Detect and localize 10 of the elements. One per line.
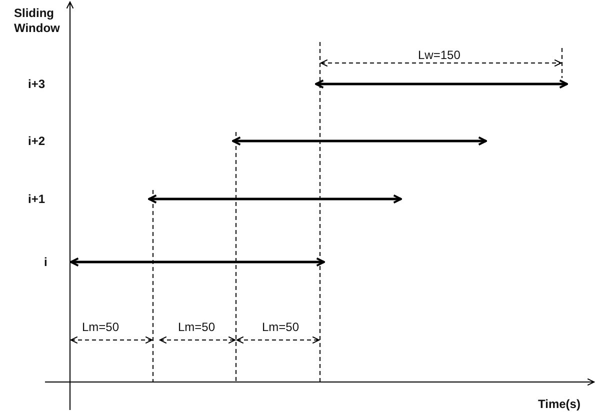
- window-label: i+2: [28, 134, 46, 149]
- window-label: i+1: [28, 192, 46, 207]
- dimension-label: Lm=50: [82, 320, 120, 335]
- dimension-label: Lm=50: [178, 320, 216, 335]
- dimension-label: Lw=150: [418, 48, 460, 63]
- axis-title: Time(s): [538, 397, 580, 412]
- window-label: i: [44, 255, 48, 270]
- dimension-label: Lm=50: [262, 320, 300, 335]
- window-label: i+3: [28, 77, 46, 92]
- axis-title: Sliding Window: [14, 6, 61, 36]
